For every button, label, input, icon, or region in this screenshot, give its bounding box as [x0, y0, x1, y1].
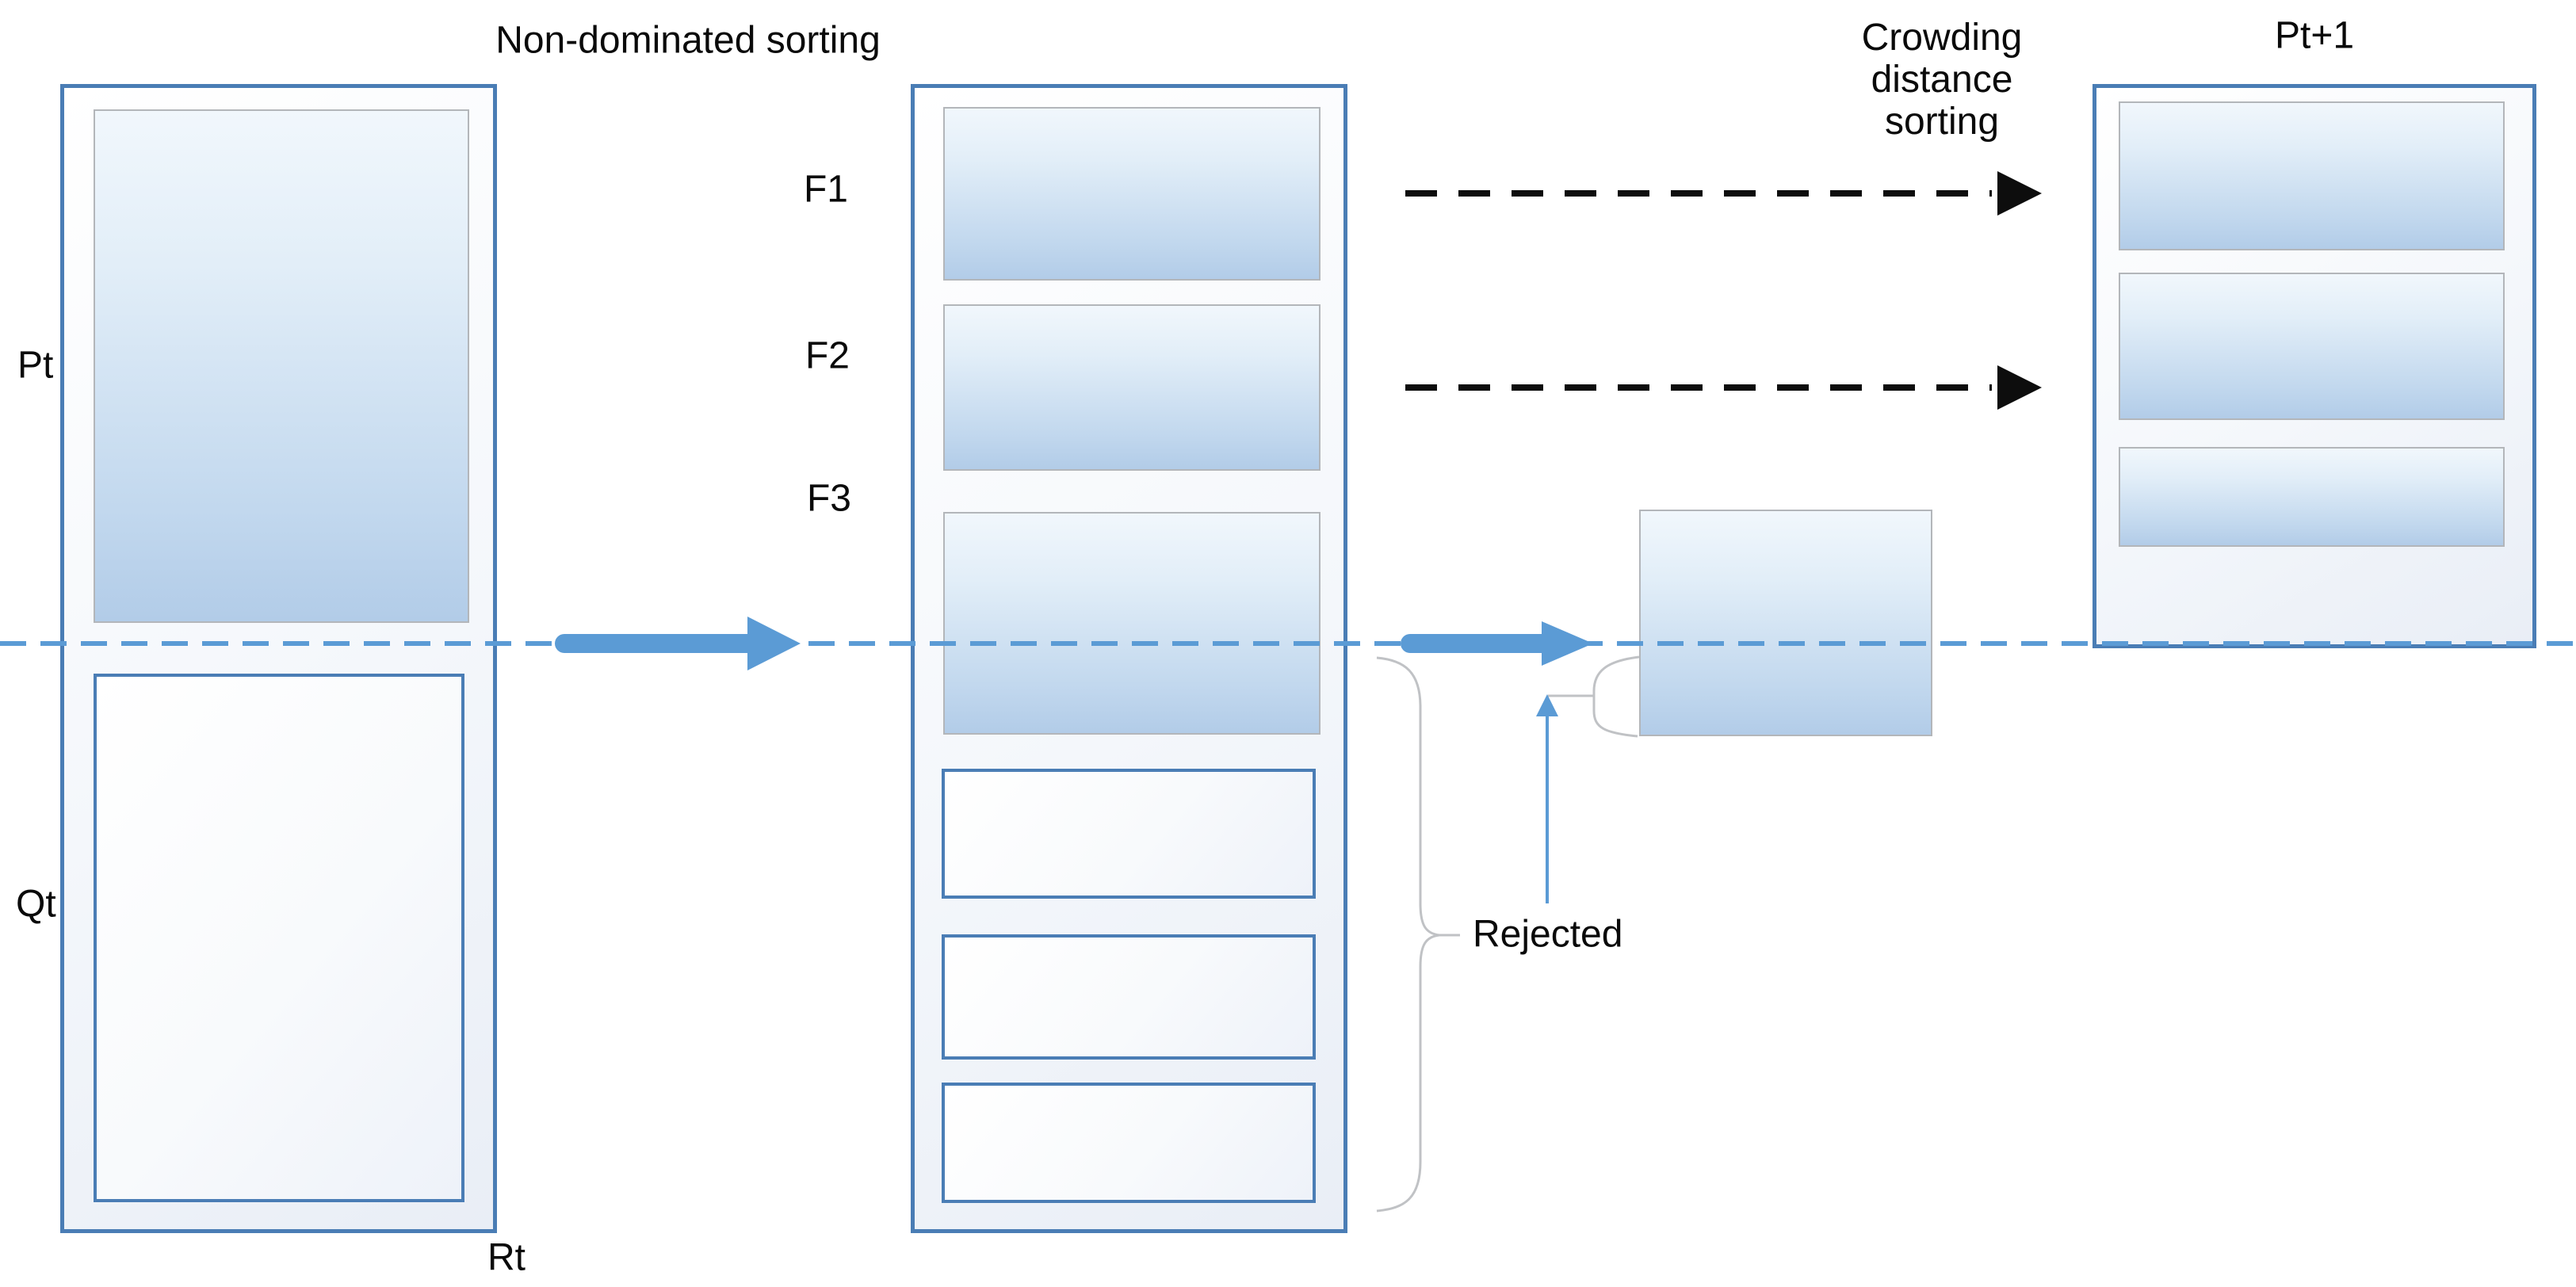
selection-arrow-icon — [1401, 621, 1593, 666]
rejected-front-box-3 — [942, 1083, 1316, 1203]
non-dominated-sorting-title: Non-dominated sorting — [495, 19, 881, 62]
front-f1-box — [943, 107, 1320, 281]
rt-label: Rt — [487, 1236, 526, 1279]
offspring-population-qt-box — [94, 674, 464, 1202]
f2-label: F2 — [805, 334, 850, 377]
f2-transfer-arrowhead-icon — [1997, 365, 2042, 410]
parent-population-pt-box — [94, 109, 469, 623]
next-population-front3-box — [2119, 447, 2505, 547]
crowding-label-line2: distance — [1871, 58, 2013, 101]
pt-label: Pt — [17, 344, 54, 387]
crowding-label-line3: sorting — [1884, 100, 2000, 143]
crowding-label-line1: Crowding — [1861, 17, 2023, 59]
rejected-brace — [1376, 656, 1440, 1213]
survivor-cut-dashed-line — [0, 641, 2576, 646]
f2-transfer-dashed-arrow-shaft — [1405, 384, 1992, 391]
next-population-front2-box — [2119, 273, 2505, 420]
f3-label: F3 — [806, 477, 851, 520]
f1-label: F1 — [803, 168, 848, 211]
pt-plus-1-label: Pt+1 — [2274, 14, 2355, 57]
rejected-front-box-2 — [942, 934, 1316, 1060]
nondominated-sorting-arrow-icon — [555, 617, 801, 670]
crowding-box-bracket — [1592, 655, 1640, 738]
front-f3-box — [943, 512, 1320, 735]
crowding-distance-sorting-label: Crowding distance sorting — [1862, 17, 2023, 143]
f1-transfer-arrowhead-icon — [1997, 171, 2042, 216]
qt-label: Qt — [16, 883, 56, 926]
rejected-front-box-1 — [942, 769, 1316, 899]
rejected-arrow-icon — [1536, 694, 1558, 903]
rejected-label: Rejected — [1473, 913, 1623, 956]
f1-transfer-dashed-arrow-shaft — [1405, 190, 1992, 197]
next-population-front1-box — [2119, 101, 2505, 250]
front-f2-box — [943, 304, 1320, 471]
crowding-distance-selection-box — [1639, 510, 1932, 736]
